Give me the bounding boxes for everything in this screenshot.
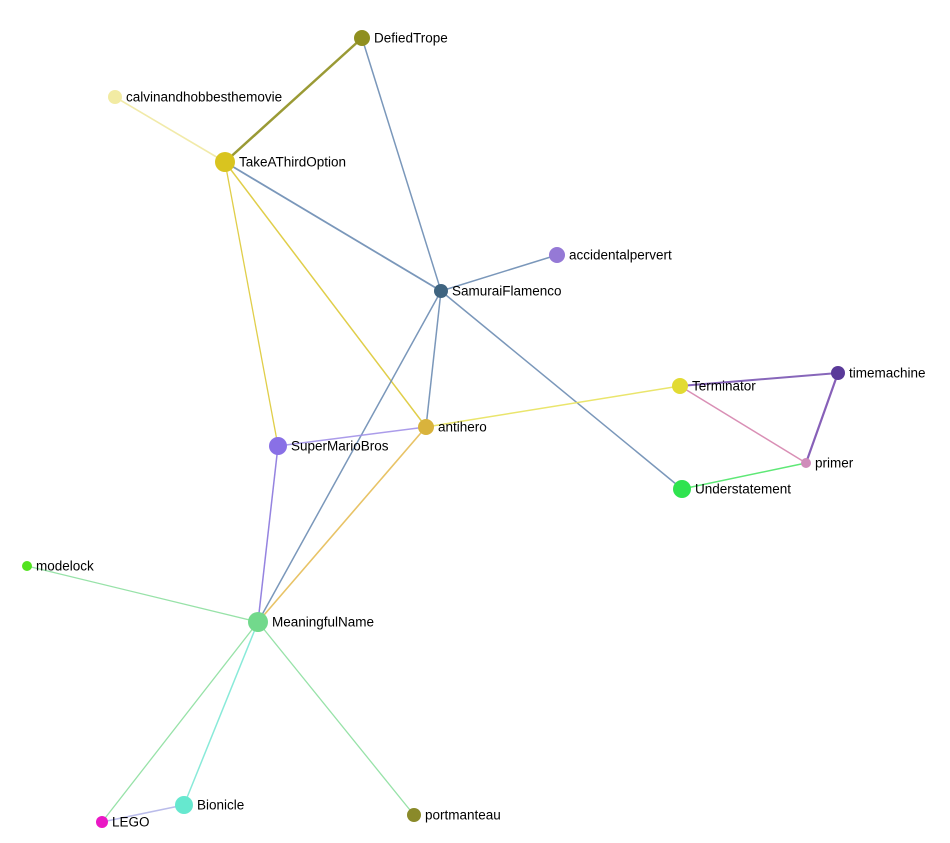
- node-LEGO[interactable]: [96, 816, 108, 828]
- edge-MeaningfulName-Bionicle: [183, 621, 259, 806]
- edge-timemachine-primer: [804, 372, 840, 464]
- edge-TakeAThirdOption-DefiedTrope: [224, 37, 363, 163]
- node-label-Bionicle: Bionicle: [197, 798, 244, 813]
- edge-SuperMarioBros-antihero: [277, 426, 427, 447]
- node-portmanteau[interactable]: [407, 808, 421, 822]
- edge-MeaningfulName-portmanteau: [257, 621, 415, 816]
- node-label-SuperMarioBros: SuperMarioBros: [291, 439, 389, 454]
- node-modelock[interactable]: [22, 561, 32, 571]
- node-Understatement[interactable]: [673, 480, 691, 498]
- node-label-portmanteau: portmanteau: [425, 808, 501, 823]
- edge-antihero-Terminator: [425, 385, 681, 428]
- node-timemachine[interactable]: [831, 366, 845, 380]
- edge-DefiedTrope-SamuraiFlamenco: [361, 37, 442, 292]
- node-label-DefiedTrope: DefiedTrope: [374, 31, 448, 46]
- node-label-calvinandhobbesthemovie: calvinandhobbesthemovie: [126, 90, 282, 105]
- edge-MeaningfulName-modelock: [26, 565, 259, 623]
- edge-MeaningfulName-LEGO: [101, 621, 259, 823]
- node-accidentalpervert[interactable]: [549, 247, 565, 263]
- node-label-SamuraiFlamenco: SamuraiFlamenco: [452, 284, 562, 299]
- edge-primer-Understatement: [681, 462, 807, 490]
- node-Bionicle[interactable]: [175, 796, 193, 814]
- edge-LEGO-Bionicle: [101, 804, 185, 823]
- edge-Terminator-timemachine: [679, 372, 839, 387]
- edge-Terminator-primer: [679, 385, 807, 464]
- node-label-primer: primer: [815, 456, 854, 471]
- edge-TakeAThirdOption-calvinandhobbesthemovie: [114, 96, 226, 163]
- node-primer[interactable]: [801, 458, 811, 468]
- node-label-MeaningfulName: MeaningfulName: [272, 615, 374, 630]
- node-label-LEGO: LEGO: [112, 815, 150, 830]
- node-label-modelock: modelock: [36, 559, 94, 574]
- node-label-Terminator: Terminator: [692, 379, 756, 394]
- node-DefiedTrope[interactable]: [354, 30, 370, 46]
- edge-SamuraiFlamenco-Understatement: [440, 290, 683, 490]
- node-Terminator[interactable]: [672, 378, 688, 394]
- edge-SamuraiFlamenco-accidentalpervert: [440, 254, 558, 292]
- edge-SamuraiFlamenco-MeaningfulName: [257, 290, 442, 623]
- node-calvinandhobbesthemovie[interactable]: [108, 90, 122, 104]
- node-SuperMarioBros[interactable]: [269, 437, 287, 455]
- edge-TakeAThirdOption-SuperMarioBros: [224, 161, 279, 447]
- node-label-TakeAThirdOption: TakeAThirdOption: [239, 155, 346, 170]
- node-label-Understatement: Understatement: [695, 482, 791, 497]
- node-label-antihero: antihero: [438, 420, 487, 435]
- edge-TakeAThirdOption-antihero: [224, 161, 427, 428]
- edge-SamuraiFlamenco-antihero: [425, 290, 442, 428]
- node-label-accidentalpervert: accidentalpervert: [569, 248, 672, 263]
- node-TakeAThirdOption[interactable]: [215, 152, 235, 172]
- edge-antihero-MeaningfulName: [257, 426, 427, 623]
- node-antihero[interactable]: [418, 419, 434, 435]
- node-label-timemachine: timemachine: [849, 366, 926, 381]
- node-MeaningfulName[interactable]: [248, 612, 268, 632]
- node-SamuraiFlamenco[interactable]: [434, 284, 448, 298]
- edge-TakeAThirdOption-SamuraiFlamenco: [224, 161, 442, 292]
- edge-SuperMarioBros-MeaningfulName: [257, 445, 279, 623]
